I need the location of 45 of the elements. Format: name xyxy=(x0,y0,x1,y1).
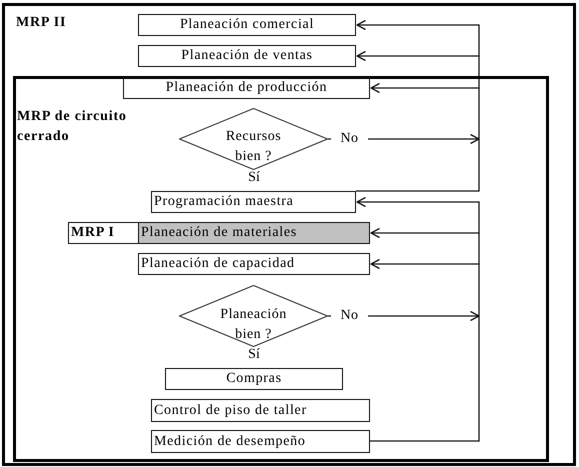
connector-line xyxy=(478,55,480,89)
decision-diamond xyxy=(179,108,328,170)
group-frame xyxy=(13,76,549,462)
step-label: Programación maestra xyxy=(154,193,294,211)
connector-line xyxy=(478,263,480,317)
process-box xyxy=(151,399,370,422)
arrow xyxy=(370,258,479,270)
highlighted-process-box xyxy=(138,222,370,244)
step-label: Control de piso de taller xyxy=(154,402,307,420)
arrow xyxy=(370,228,479,238)
branch-label: Sí xyxy=(247,169,261,187)
branch-label: Sí xyxy=(247,346,261,364)
group-frame xyxy=(2,3,576,466)
connector-line xyxy=(478,315,480,442)
process-box xyxy=(151,430,370,453)
connector-line xyxy=(478,24,480,57)
connector-line xyxy=(370,440,479,442)
step-label: MRP I xyxy=(71,224,115,242)
step-label: Planeación de ventas xyxy=(181,47,313,65)
process-box xyxy=(123,77,370,99)
arrow xyxy=(370,82,479,94)
arrow xyxy=(356,196,479,208)
process-box xyxy=(151,191,356,213)
step-label: Planeación comercial xyxy=(180,16,314,34)
process-box xyxy=(165,368,343,390)
step-label: Medición de desempeño xyxy=(154,432,306,450)
process-box xyxy=(138,45,356,67)
decision-label: Planeación bien ? xyxy=(219,306,288,344)
decision-diamond xyxy=(179,285,328,347)
step-label: Planeación de producción xyxy=(166,79,328,97)
connector-line xyxy=(478,201,480,234)
connector-line xyxy=(478,232,480,265)
decision-label: Recursos bien ? xyxy=(224,128,282,166)
step-label: Planeación de capacidad xyxy=(141,255,295,273)
process-box xyxy=(138,253,370,275)
frame-heading: MRP de circuito cerrado xyxy=(17,108,128,146)
arrow xyxy=(356,20,479,30)
connector-line xyxy=(478,87,480,140)
process-box xyxy=(138,14,356,36)
connector-line xyxy=(356,190,479,192)
arrow xyxy=(356,50,479,62)
connector-line xyxy=(478,138,480,192)
frame-heading: MRP II xyxy=(16,14,68,32)
step-label: Planeación de materiales xyxy=(141,224,297,242)
step-label: Compras xyxy=(226,370,282,388)
